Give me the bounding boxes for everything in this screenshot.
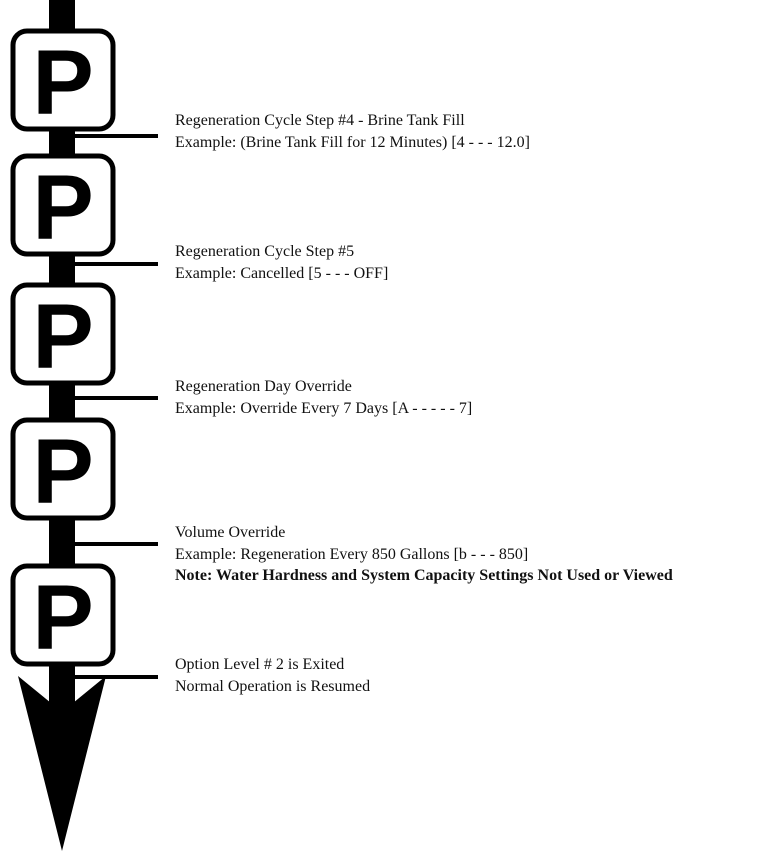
connector-line	[62, 262, 158, 266]
connector-line	[62, 675, 158, 679]
connector-line	[62, 134, 158, 138]
exit-description: Option Level # 2 is Exited Normal Operat…	[175, 654, 755, 697]
step-example: Example: Override Every 7 Days [A - - - …	[175, 399, 473, 417]
svg-text:P: P	[32, 567, 93, 669]
svg-text:P: P	[32, 421, 93, 523]
step-example: Example: (Brine Tank Fill for 12 Minutes…	[175, 133, 530, 151]
step-4-description: Regeneration Cycle Step #4 - Brine Tank …	[175, 110, 755, 153]
step-title: Option Level # 2 is Exited	[175, 656, 345, 673]
arrow-head	[18, 676, 106, 851]
step-example: Example: Regeneration Every 850 Gallons …	[175, 545, 529, 563]
step-title: Volume Override	[175, 524, 286, 541]
p-key-icon: P	[10, 153, 116, 259]
p-key-icon: P	[10, 563, 116, 669]
step-example: Example: Cancelled [5 - - - OFF]	[175, 264, 389, 282]
p-key-icon: P	[10, 28, 116, 134]
svg-text:P: P	[32, 32, 93, 134]
svg-text:P: P	[32, 157, 93, 259]
svg-text:P: P	[32, 286, 93, 388]
connector-line	[62, 396, 158, 400]
step-title: Regeneration Cycle Step #4 - Brine Tank …	[175, 112, 465, 129]
volume-override-description: Volume Override Example: Regeneration Ev…	[175, 522, 755, 587]
connector-line	[62, 542, 158, 546]
step-5-description: Regeneration Cycle Step #5 Example: Canc…	[175, 241, 755, 284]
p-key-icon: P	[10, 417, 116, 523]
step-title: Regeneration Day Override	[175, 378, 352, 395]
p-key-icon: P	[10, 282, 116, 388]
step-note: Note: Water Hardness and System Capacity…	[175, 567, 673, 584]
step-example: Normal Operation is Resumed	[175, 677, 371, 695]
step-title: Regeneration Cycle Step #5	[175, 243, 355, 260]
day-override-description: Regeneration Day Override Example: Overr…	[175, 376, 755, 419]
